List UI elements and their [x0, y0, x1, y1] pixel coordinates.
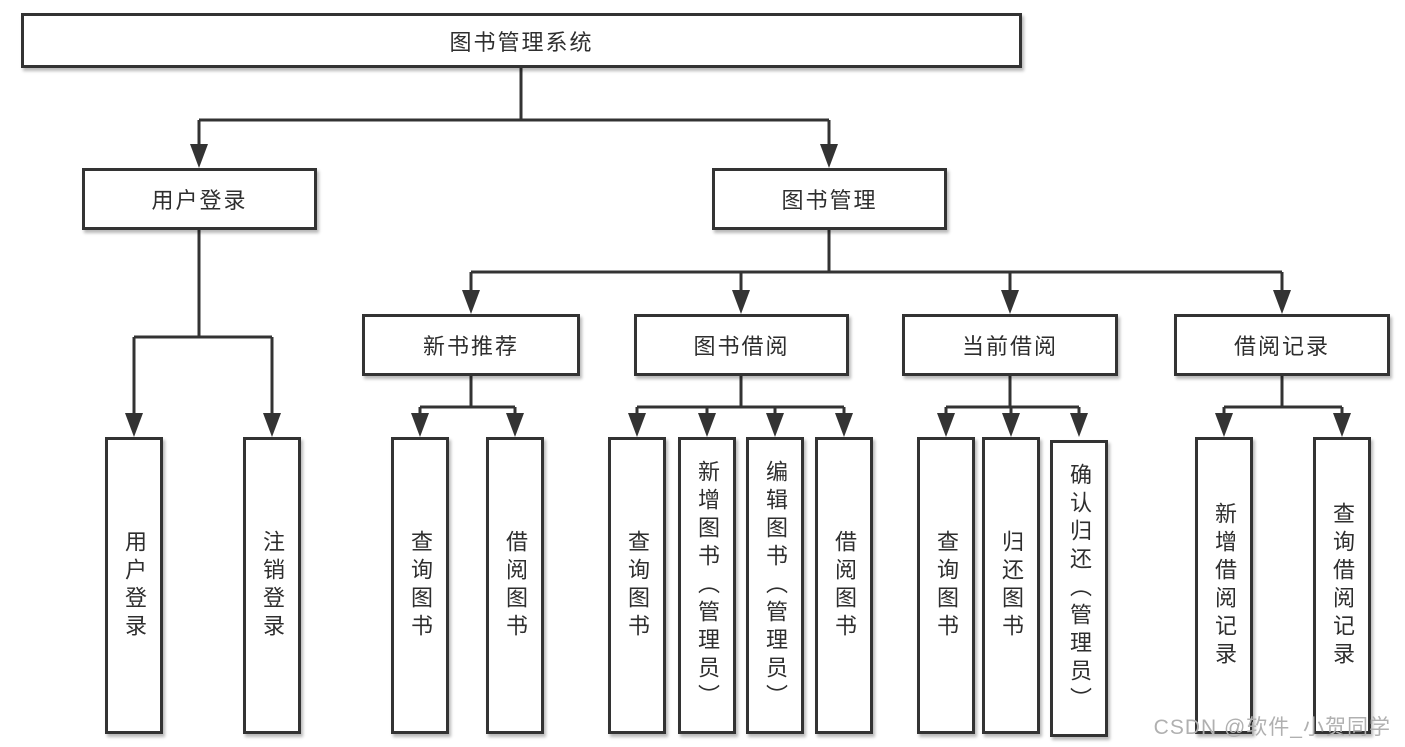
arrowhead	[1215, 413, 1233, 437]
arrowhead	[1333, 413, 1351, 437]
node-borrow-records: 借阅记录	[1174, 314, 1390, 376]
arrowhead	[820, 144, 838, 168]
arrowhead	[835, 413, 853, 437]
arrowhead	[462, 290, 480, 314]
leaf-confirm-return-admin: 确认归还（管理员）	[1050, 440, 1108, 737]
node-new-book-recommend: 新书推荐	[362, 314, 580, 376]
leaf-borrow-books-recommend: 借阅图书	[486, 437, 544, 734]
arrowhead	[506, 413, 524, 437]
node-current-borrow: 当前借阅	[902, 314, 1118, 376]
arrowhead	[698, 413, 716, 437]
leaf-query-books-recommend: 查询图书	[391, 437, 449, 734]
leaf-add-borrow-record: 新增借阅记录	[1195, 437, 1253, 734]
leaf-edit-book-admin: 编辑图书（管理员）	[746, 437, 804, 734]
arrowheads	[125, 144, 1351, 437]
arrowhead	[937, 413, 955, 437]
arrowhead	[1001, 290, 1019, 314]
arrowhead	[628, 413, 646, 437]
arrowhead	[190, 144, 208, 168]
arrowhead	[732, 290, 750, 314]
arrowhead	[1070, 413, 1088, 437]
arrowhead	[263, 413, 281, 437]
leaf-logout: 注销登录	[243, 437, 301, 734]
arrowhead	[1002, 413, 1020, 437]
node-user-login: 用户登录	[82, 168, 317, 230]
connector-path	[132, 68, 1344, 413]
leaf-add-book-admin: 新增图书（管理员）	[678, 437, 736, 734]
node-book-management: 图书管理	[712, 168, 947, 230]
leaf-query-books-borrow: 查询图书	[608, 437, 666, 734]
leaf-user-login: 用户登录	[105, 437, 163, 734]
arrowhead	[1273, 290, 1291, 314]
arrowhead	[411, 413, 429, 437]
leaf-query-borrow-record: 查询借阅记录	[1313, 437, 1371, 734]
leaf-return-books: 归还图书	[982, 437, 1040, 734]
arrowhead	[125, 413, 143, 437]
leaf-borrow-books: 借阅图书	[815, 437, 873, 734]
csdn-watermark: CSDN @软件_小贺同学	[1153, 716, 1391, 739]
node-root: 图书管理系统	[21, 13, 1022, 68]
arrowhead	[766, 413, 784, 437]
leaf-query-books-current: 查询图书	[917, 437, 975, 734]
node-book-borrow: 图书借阅	[634, 314, 849, 376]
